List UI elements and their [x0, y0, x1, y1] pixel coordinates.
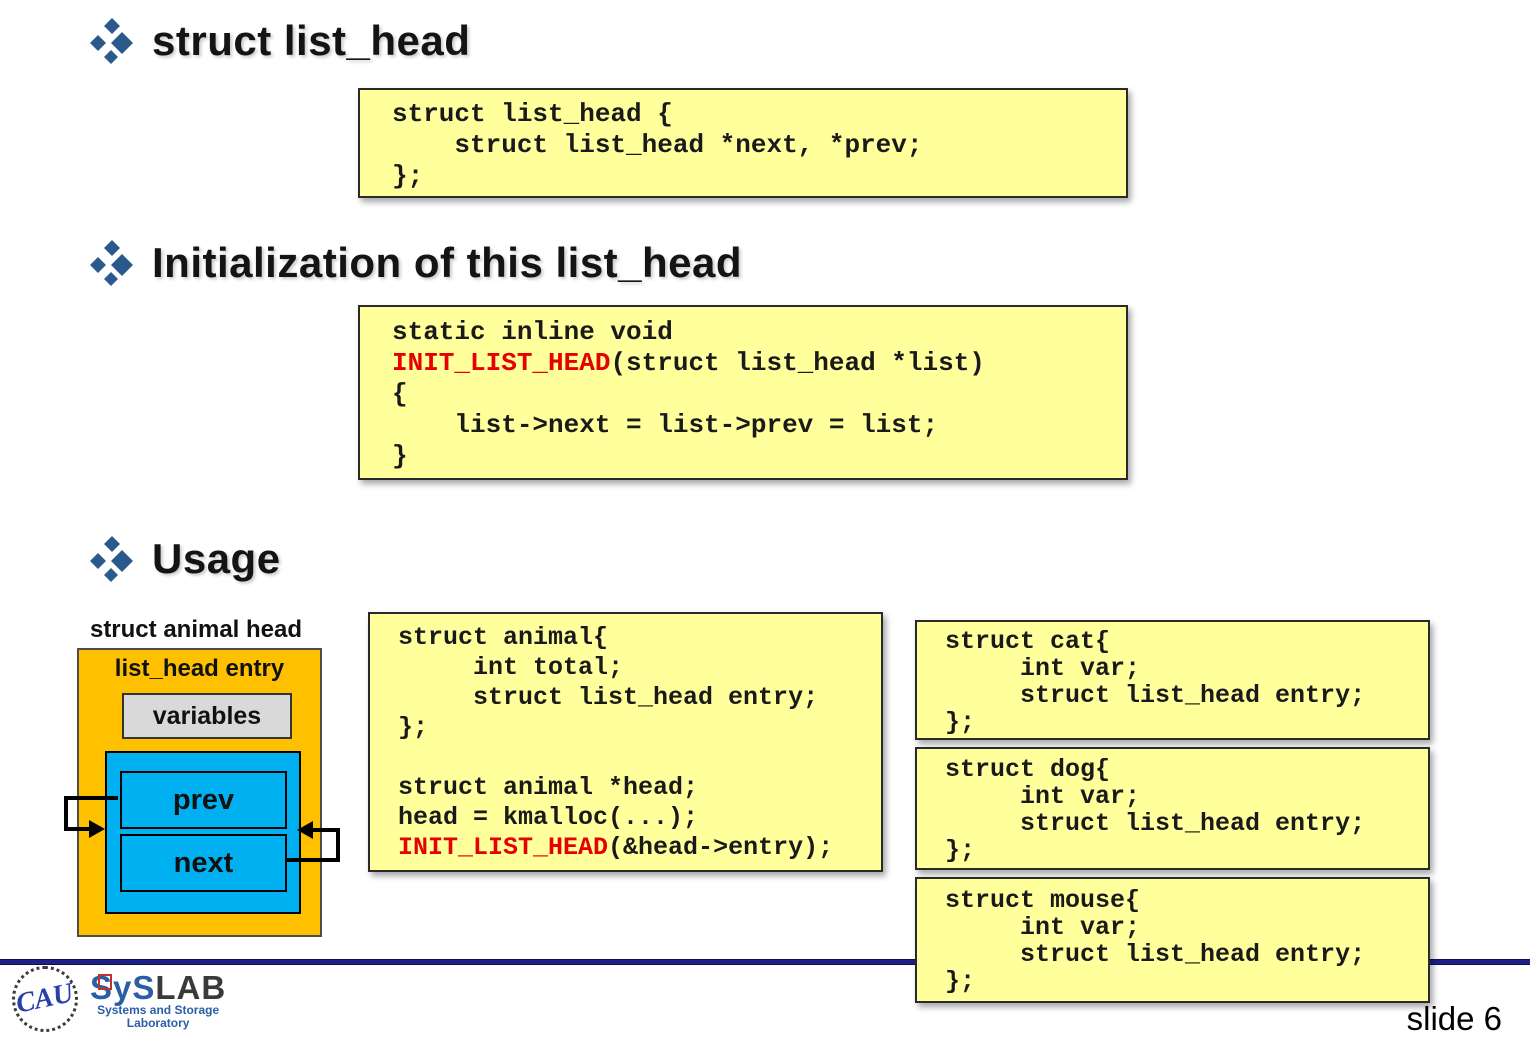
code-box-struct-cat: struct cat{ int var; struct list_head en…: [915, 620, 1430, 740]
logo-subtitle-line2: Laboratory: [126, 1016, 190, 1030]
diagram-struct-animal-box: list_head entry variables prev next: [77, 648, 322, 937]
heading-initialization: Initialization of this list_head: [90, 232, 742, 294]
heading-title: Usage: [152, 535, 281, 582]
logo-subtitle-line1: Systems and Storage: [97, 1003, 220, 1017]
syslab-logo: CAU SySLAB Systems and Storage Laborator…: [12, 966, 226, 1032]
code-box-struct-animal: struct animal{ int total; struct list_he…: [368, 612, 883, 872]
logo-name-suffix: LAB: [155, 969, 227, 1006]
heading-title: struct list_head: [152, 17, 471, 64]
diamond-bullet-icon: [90, 536, 133, 582]
code-box-list-head-definition: struct list_head { struct list_head *nex…: [358, 88, 1128, 198]
cau-seal-icon: CAU: [12, 966, 78, 1032]
diagram-outer-label: struct animal head: [89, 616, 303, 643]
logo-red-square-icon: [98, 974, 112, 990]
logo-name-prefix: SyS: [90, 969, 156, 1006]
diagram-next-box: next: [120, 834, 287, 892]
slide-number: slide 6: [1406, 1000, 1502, 1037]
code-box-struct-mouse: struct mouse{ int var; struct list_head …: [915, 877, 1430, 1003]
footer-divider-line: [0, 959, 1530, 965]
diagram-variables-box: variables: [122, 693, 292, 739]
heading-title: Initialization of this list_head: [152, 239, 743, 286]
diagram-list-head-entry-label: list_head entry: [114, 655, 285, 682]
logo-name: SySLAB: [90, 969, 227, 1006]
diamond-bullet-icon: [90, 18, 133, 64]
code-box-struct-dog: struct dog{ int var; struct list_head en…: [915, 747, 1430, 870]
diagram-prev-box: prev: [120, 771, 287, 829]
cau-monogram: CAU: [13, 977, 77, 1020]
heading-struct-list-head: struct list_head: [90, 10, 470, 72]
diagram-list-head-box: prev next: [105, 751, 301, 914]
diamond-bullet-icon: [90, 240, 133, 286]
heading-usage: Usage: [90, 528, 281, 590]
logo-text: SySLAB Systems and Storage Laboratory: [90, 969, 227, 1030]
